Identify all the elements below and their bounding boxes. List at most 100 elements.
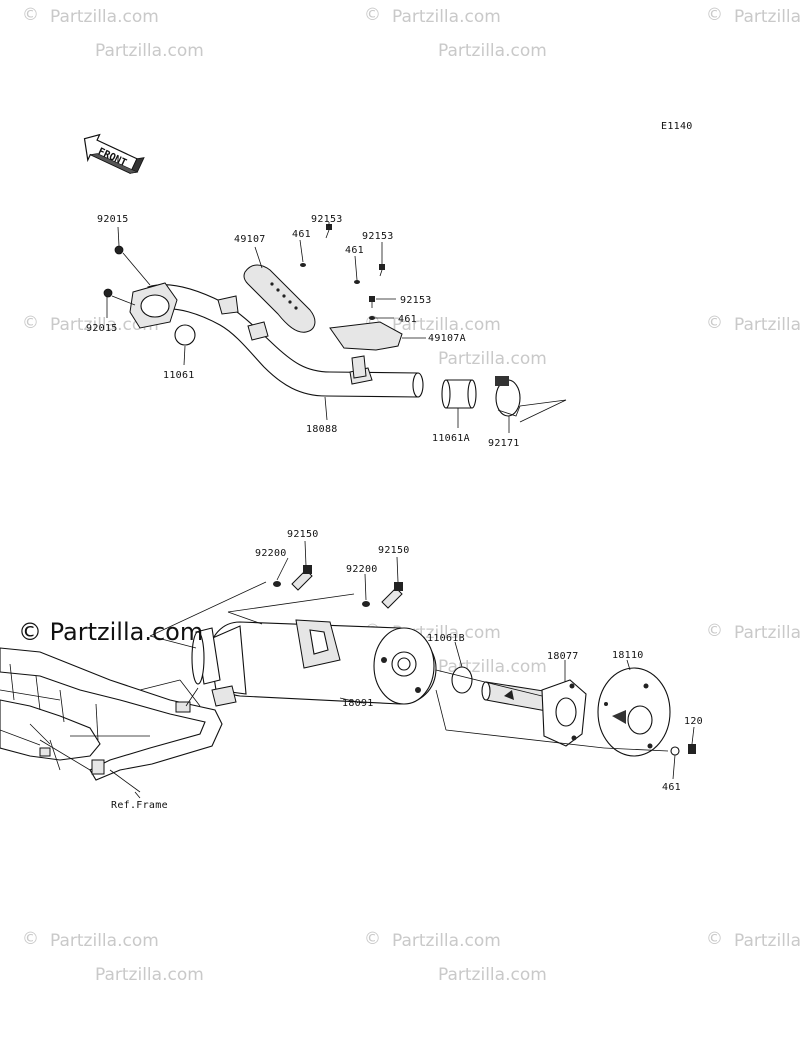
watermark-bottom-right: © Partzilla.com <box>706 929 800 951</box>
label-49107A: 49107A <box>428 333 466 344</box>
front-arrow-icon: FRONT <box>83 133 145 175</box>
pipe-bracket-tab-2 <box>247 321 269 341</box>
svg-text:Partzilla.com: Partzilla.com <box>734 7 800 27</box>
label-92153-b: 92153 <box>362 231 394 242</box>
svg-text:Partzilla.com: Partzilla.com <box>50 931 159 951</box>
pipe-bracket-tab-1 <box>217 295 239 315</box>
heat-guard-49107-slots <box>270 282 298 310</box>
head-pipe-inlet <box>140 294 170 318</box>
label-461-b: 461 <box>345 245 364 256</box>
washer-461-d <box>670 746 680 756</box>
svg-text:Partzilla.com: Partzilla.com <box>50 7 159 27</box>
frame-ref <box>0 647 223 799</box>
label-461-c: 461 <box>398 314 417 325</box>
watermark-top-left: © Partzilla.com <box>22 5 159 27</box>
svg-text:Partzilla.com: Partzilla.com <box>734 623 800 643</box>
gasket-11061B <box>451 666 473 694</box>
diagram-code: E1140 <box>661 121 693 132</box>
svg-text:©: © <box>364 929 381 949</box>
label-18088: 18088 <box>306 424 338 435</box>
svg-text:©: © <box>364 5 381 25</box>
label-92150-b: 92150 <box>378 545 410 556</box>
washer-92200-b <box>362 601 370 607</box>
tailpipe-18077 <box>481 679 587 747</box>
svg-text:Partzilla.com: Partzilla.com <box>392 315 501 335</box>
svg-text:© Partzilla.com: © Partzilla.com <box>18 618 203 646</box>
watermark-bottom-center: © Partzilla.com <box>364 929 501 951</box>
washer-461-b <box>354 280 360 284</box>
label-11061A: 11061A <box>432 433 470 444</box>
muffler-18091 <box>191 619 437 707</box>
watermark-mid-center-2: Partzilla.com <box>438 349 547 369</box>
svg-text:Partzilla.com: Partzilla.com <box>392 7 501 27</box>
svg-text:©: © <box>706 929 723 949</box>
label-92171: 92171 <box>488 438 520 449</box>
watermark-top-mid-2: Partzilla.com <box>438 41 547 61</box>
svg-text:©: © <box>22 5 39 25</box>
gasket-11061 <box>174 324 196 346</box>
svg-text:Partzilla.com: Partzilla.com <box>438 965 547 985</box>
label-92200-b: 92200 <box>346 564 378 575</box>
svg-text:©: © <box>706 5 723 25</box>
bolt-92153-c <box>369 296 375 308</box>
label-11061: 11061 <box>163 370 195 381</box>
end-cap-18110 <box>597 667 671 757</box>
svg-text:©: © <box>706 313 723 333</box>
upper-assembly: 92015 92015 11061 49107 461 92153 461 92… <box>86 214 567 449</box>
label-49107: 49107 <box>234 234 266 245</box>
label-120: 120 <box>684 716 703 727</box>
watermark-bottom-center-2: Partzilla.com <box>438 965 547 985</box>
watermark-large: © Partzilla.com <box>18 618 203 646</box>
watermark-top-mid: © Partzilla.com <box>364 5 501 27</box>
nut-92015-top <box>114 245 124 255</box>
bolt-120 <box>688 744 696 754</box>
label-92150-a: 92150 <box>287 529 319 540</box>
clamp-92171 <box>495 376 521 417</box>
label-461-d: 461 <box>662 782 681 793</box>
nut-92015-bottom <box>103 288 113 298</box>
label-18077: 18077 <box>547 651 579 662</box>
watermark-top-right: © Partzilla.com <box>706 5 800 27</box>
watermarks: © Partzilla.com Partzilla.com © Partzilla.… <box>22 5 800 985</box>
svg-text:Partzilla.com: Partzilla.com <box>734 931 800 951</box>
svg-text:©: © <box>22 929 39 949</box>
svg-text:©: © <box>22 313 39 333</box>
heat-guard-49107A <box>329 321 403 351</box>
svg-text:Partzilla.com: Partzilla.com <box>50 315 159 335</box>
label-18110: 18110 <box>612 650 644 661</box>
watermark-bottom-left: © Partzilla.com <box>22 929 159 951</box>
watermark-mid-left: © Partzilla.com <box>22 313 159 335</box>
watermark-lower-right: © Partzilla.com <box>706 621 800 643</box>
svg-text:Partzilla.com: Partzilla.com <box>95 965 204 985</box>
svg-text:Partzilla.com: Partzilla.com <box>438 349 547 369</box>
svg-text:Partzilla.com: Partzilla.com <box>734 315 800 335</box>
label-461-a: 461 <box>292 229 311 240</box>
washer-461-a <box>300 263 306 267</box>
svg-text:Partzilla.com: Partzilla.com <box>392 931 501 951</box>
watermark-mid-right: © Partzilla.com <box>706 313 800 335</box>
lower-assembly: 92150 92200 92150 92200 11061B 18077 181… <box>0 529 703 811</box>
label-92015-top: 92015 <box>97 214 129 225</box>
label-18091: 18091 <box>342 698 374 709</box>
label-ref-frame: Ref.Frame <box>111 800 168 811</box>
sleeve-11061A <box>441 379 477 409</box>
label-92153-c: 92153 <box>400 295 432 306</box>
washer-92200-a <box>273 581 281 587</box>
heat-guard-49107A-bracket <box>351 355 367 379</box>
label-92200-a: 92200 <box>255 548 287 559</box>
washer-461-c <box>369 316 375 320</box>
head-pipe-outlet <box>412 372 424 398</box>
heat-guard-49107 <box>243 264 316 333</box>
bolt-92153-a <box>325 224 332 239</box>
leader-lines-lower <box>149 540 695 780</box>
leader-lines-upper <box>106 222 567 433</box>
svg-text:©: © <box>706 621 723 641</box>
label-92015-bottom: 92015 <box>86 323 118 334</box>
label-92153-a: 92153 <box>311 214 343 225</box>
bolt-92150-b <box>381 582 403 609</box>
watermark-bottom-left-2: Partzilla.com <box>95 965 204 985</box>
label-11061B: 11061B <box>427 633 465 644</box>
bolt-92153-b <box>379 264 385 277</box>
svg-text:Partzilla.com: Partzilla.com <box>95 41 204 61</box>
